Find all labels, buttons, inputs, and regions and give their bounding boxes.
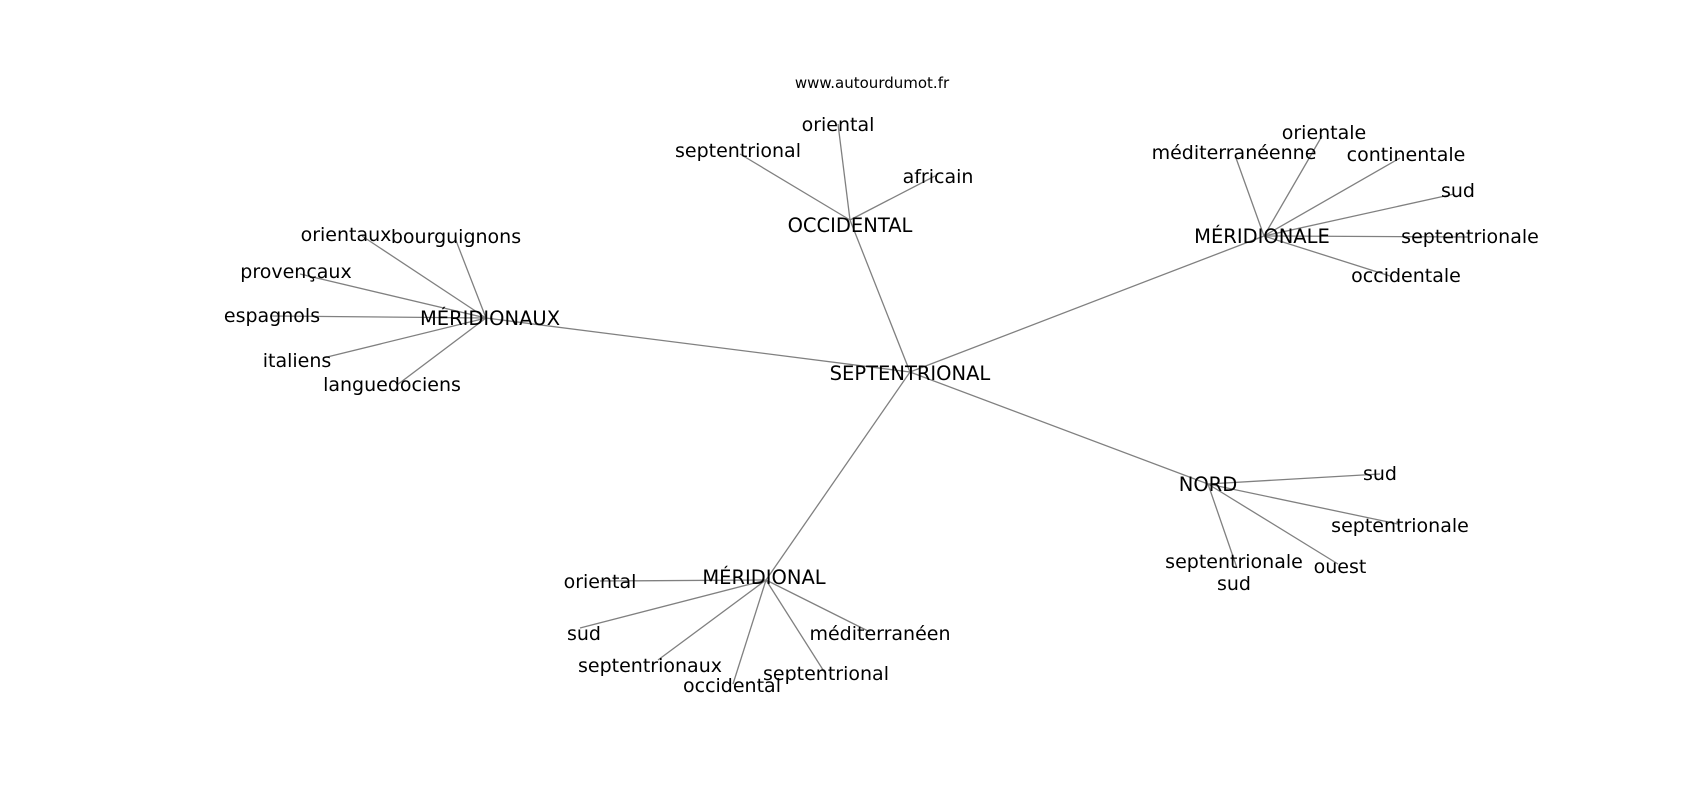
edge-center-meridionale: [909, 235, 1265, 373]
edge-center-occidental: [849, 219, 911, 373]
hub-node-meridionaux[interactable]: MÉRIDIONAUX: [420, 307, 560, 330]
leaf-node-espagnols[interactable]: espagnols: [224, 305, 320, 327]
leaf-node-sud[interactable]: sud: [567, 623, 601, 645]
leaf-node-orientale[interactable]: orientale: [1282, 122, 1367, 144]
hub-node-occidental[interactable]: OCCIDENTAL: [788, 214, 913, 237]
edge-meridionaux-espagnols: [269, 315, 487, 319]
edge-center-meridional: [765, 371, 911, 581]
leaf-node-languedociens[interactable]: languedociens: [323, 374, 461, 396]
edge-meridional-oriental: [599, 579, 767, 582]
center-node-septentrional[interactable]: SEPTENTRIONAL: [830, 362, 991, 385]
site-watermark: www.autourdumot.fr: [795, 74, 950, 92]
hub-node-meridionale[interactable]: MÉRIDIONALE: [1194, 225, 1330, 248]
leaf-node-occidental[interactable]: occidental: [683, 675, 781, 697]
edge-meridionale-occidentale: [1263, 235, 1391, 277]
edge-meridionaux-orientaux: [361, 235, 487, 319]
leaf-node-sud[interactable]: sud: [1363, 463, 1397, 485]
edge-nord-septentrionale: [1207, 483, 1399, 525]
edge-meridional-septentrionaux: [657, 579, 767, 661]
leaf-node-africain[interactable]: africain: [903, 166, 974, 188]
leaf-node-mediterraneen[interactable]: méditerranéen: [809, 623, 950, 645]
edge-occidental-africain: [849, 175, 936, 221]
leaf-node-septentrionaux[interactable]: septentrionaux: [578, 655, 722, 677]
edge-meridionale-septentrionale: [1263, 235, 1469, 238]
leaf-node-bourguignons[interactable]: bourguignons: [391, 226, 521, 248]
leaf-node-septentrionale[interactable]: septentrionale: [1331, 515, 1469, 537]
edge-meridionaux-italiens: [322, 317, 487, 359]
leaf-node-mediterraneenne[interactable]: méditerranéenne: [1152, 142, 1317, 164]
hub-node-meridional[interactable]: MÉRIDIONAL: [702, 566, 825, 589]
edge-meridionale-mediterraneenne: [1235, 157, 1265, 237]
edge-meridional-mediterraneen: [765, 579, 871, 633]
leaf-node-septentrional[interactable]: septentrional: [763, 663, 889, 685]
edge-nord-ouest: [1207, 483, 1339, 565]
edge-occidental-septentrional: [739, 153, 851, 221]
leaf-node-septentrional[interactable]: septentrional: [675, 140, 801, 162]
edge-meridional-septentrional: [765, 579, 826, 674]
leaf-node-occidentale[interactable]: occidentale: [1351, 265, 1461, 287]
edge-meridionale-sud: [1263, 193, 1455, 237]
edge-center-nord: [909, 371, 1209, 485]
edge-occidental-oriental: [837, 123, 851, 221]
edge-meridionaux-languedociens: [396, 317, 487, 386]
edge-meridional-sud: [579, 579, 767, 629]
leaf-node-italiens[interactable]: italiens: [263, 350, 332, 372]
edge-meridionale-orientale: [1263, 135, 1323, 237]
edge-center-meridionaux: [485, 317, 911, 373]
leaf-node-sud[interactable]: sud: [1441, 180, 1475, 202]
leaf-node-septentrionale[interactable]: septentrionale: [1401, 226, 1539, 248]
leaf-node-continentale[interactable]: continentale: [1347, 144, 1466, 166]
leaf-node-orientaux[interactable]: orientaux: [301, 224, 392, 246]
edge-meridionale-continentale: [1263, 157, 1401, 237]
edge-meridionaux-bourguignons: [454, 237, 487, 319]
graph-edges: [269, 123, 1469, 685]
leaf-node-oriental[interactable]: oriental: [802, 114, 875, 136]
edge-nord-sud: [1207, 473, 1381, 485]
edge-nord-septentrionale-sud: [1207, 483, 1238, 569]
edge-meridionaux-provencaux: [299, 273, 487, 319]
edge-meridional-occidental: [732, 579, 767, 685]
leaf-node-ouest[interactable]: ouest: [1314, 556, 1367, 578]
leaf-node-oriental[interactable]: oriental: [564, 571, 637, 593]
hub-node-nord[interactable]: NORD: [1179, 473, 1238, 496]
graph-labels: orientalseptentrionalafricainOCCIDENTALo…: [224, 114, 1539, 697]
leaf-node-provencaux[interactable]: provençaux: [240, 261, 351, 283]
